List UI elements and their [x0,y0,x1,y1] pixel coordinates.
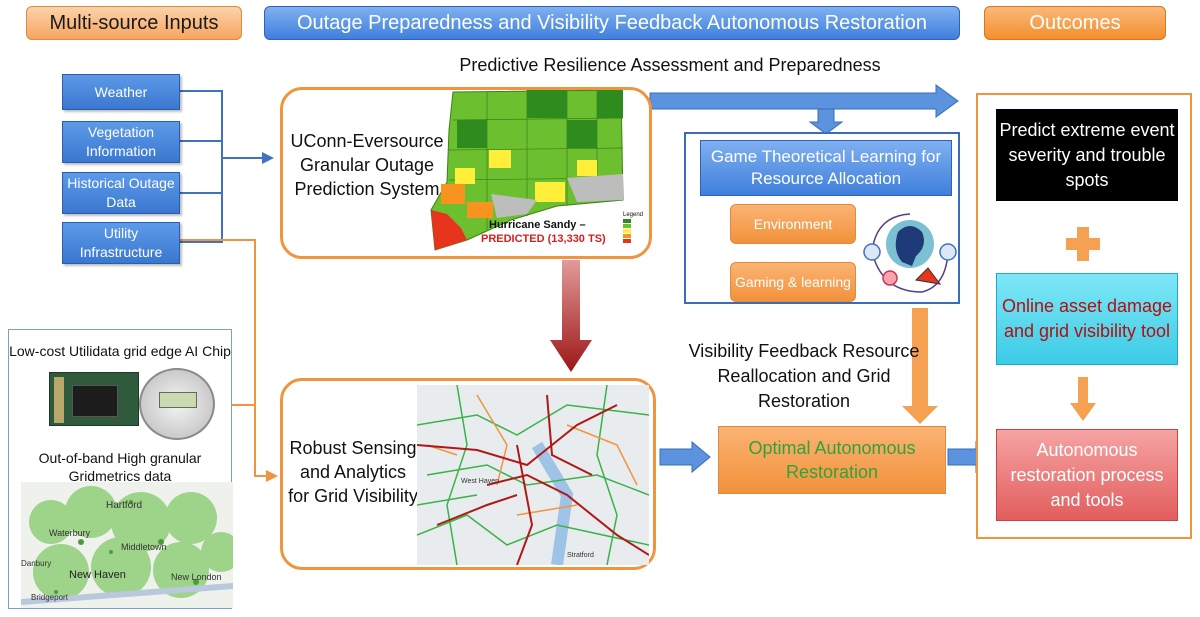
map-predicted: PREDICTED (13,330 TS) [481,233,606,245]
game-to-restoration-arrow [902,308,938,424]
map-legend-swatches [623,219,631,243]
chip-title: Low-cost Utilidata grid edge AI Chip [9,343,231,359]
input-weather: Weather [62,74,180,110]
environment-box: Environment [730,204,856,244]
plus-icon [1066,227,1100,261]
prediction-to-sensing-arrow [550,260,592,372]
game-down-arrow [808,108,844,135]
outage-prediction-map: Hurricane Sandy – PREDICTED (13,330 TS) … [427,89,647,254]
ai-cycle-icon [863,213,957,293]
grid-map-graphic: West Haven Stratford [417,385,649,565]
input-vegetation: Vegetation Information [62,121,180,163]
map-label-new-london: New London [171,572,222,582]
smart-meter-icon [139,368,215,440]
feedback-text: Visibility Feedback Resource Reallocatio… [688,340,920,411]
map-label-stratford: Stratford [567,552,594,559]
map-label-danbury: Danbury [21,559,51,568]
gaming-learning-box: Gaming & learning [730,262,856,302]
sensing-title: Robust Sensing and Analytics for Grid Vi… [288,438,418,506]
map-label-middletown: Middletown [121,542,167,552]
map-label-bridgeport: Bridgeport [31,593,69,602]
outage-map-graphic: Hurricane Sandy – PREDICTED (13,330 TS) … [430,89,643,251]
optimal-restoration-box: Optimal Autonomous Restoration [718,426,946,494]
top-block-arrow [649,84,959,118]
header-center: Outage Preparedness and Visibility Feedb… [264,6,960,40]
prediction-title: UConn-Eversource Granular Outage Predict… [290,131,444,199]
ai-chip-icon [49,372,139,426]
outcome-down-arrow [1070,377,1096,421]
grid-visibility-map: West Haven Stratford [417,385,649,565]
outcome-process: Autonomous restoration process and tools [996,429,1178,521]
input-connectors [180,90,264,243]
map-label-hartford: Hartford [106,500,142,511]
outcome-predict: Predict extreme event severity and troub… [996,109,1178,201]
game-title: Game Theoretical Learning for Resource A… [700,140,952,196]
input-historical: Historical Outage Data [62,172,180,214]
gridmetrics-title: Out-of-band High granular Gridmetrics da… [38,450,202,484]
gridmetrics-map-graphic: Hartford Waterbury Middletown New Haven … [21,486,233,605]
map-caption: Hurricane Sandy – [489,219,586,231]
input-arrowhead [262,152,274,164]
map-label-waterbury: Waterbury [49,528,91,538]
orange-arrowhead [266,470,278,482]
outcome-tool: Online asset damage and grid visibility … [996,273,1178,365]
sensing-analytics-frame: Robust Sensing and Analytics for Grid Vi… [280,378,656,570]
header-inputs: Multi-source Inputs [26,6,242,40]
edge-data-panel: Low-cost Utilidata grid edge AI Chip Out… [8,329,233,609]
map-label-west-haven: West Haven [461,478,499,485]
sensing-to-restoration-arrow [659,440,711,474]
game-theory-box: Game Theoretical Learning for Resource A… [684,132,960,304]
header-outcomes: Outcomes [984,6,1166,40]
gridmetrics-map: Hartford Waterbury Middletown New Haven … [21,482,233,608]
subtitle: Predictive Resilience Assessment and Pre… [459,54,881,75]
input-utility: Utility Infrastructure [62,222,180,264]
outcomes-frame: Predict extreme event severity and troub… [976,93,1192,539]
prediction-system-frame: UConn-Eversource Granular Outage Predict… [280,87,652,259]
map-label-new-haven: New Haven [69,569,126,581]
map-legend-title: Legend [623,212,643,218]
